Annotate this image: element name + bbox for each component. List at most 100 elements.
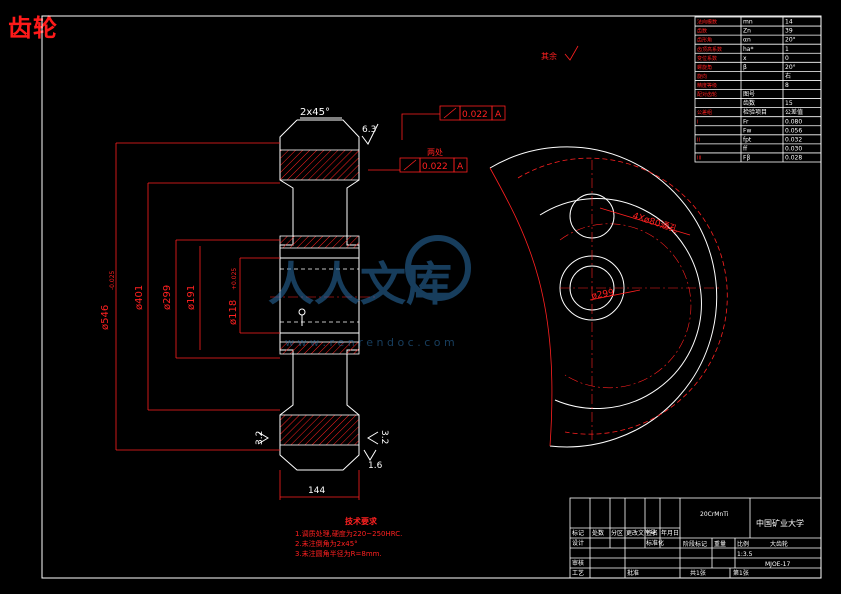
tb-design: 设计	[572, 539, 584, 547]
tb-label-date: 年月日	[661, 529, 679, 537]
roughness-top: 6.3	[362, 125, 376, 135]
datum-top: A	[495, 110, 502, 120]
tb-sheet-number: 第1张	[733, 569, 749, 577]
pcd-label: ø299	[591, 288, 615, 302]
param-cell-2-1: αn	[743, 37, 751, 44]
tb-label-count: 处数	[592, 529, 604, 537]
dia-118-label: ø118	[228, 300, 239, 325]
param-cell-13-0: II	[697, 137, 700, 143]
param-cell-2-2: 20°	[785, 37, 796, 44]
tb-review: 审核	[572, 559, 584, 567]
tb-craft: 工艺	[572, 569, 584, 577]
watermark-url: w w w . r e n r e n d o c . c o m	[285, 336, 455, 349]
scale-label: 1:3.5	[737, 551, 753, 558]
tech-line-2: 2.未注倒角为2x45°	[295, 539, 358, 548]
rim-hatch-top	[279, 149, 360, 181]
tb-ratio: 比例	[737, 540, 749, 548]
datum-mid: A	[457, 162, 464, 172]
param-cell-15-1: Fβ	[743, 155, 750, 162]
front-pitch-arc	[517, 157, 728, 435]
width-label: 144	[308, 486, 325, 496]
param-cell-5-1: β	[743, 64, 747, 71]
roughness-symbols: 6.3 3.2 3.2 1.6	[255, 123, 389, 471]
param-cell-15-0: III	[697, 156, 701, 162]
chamfer-note: 2x45°	[300, 107, 342, 119]
param-cell-10-1: 检验项目	[743, 108, 767, 116]
gear-section-view	[270, 119, 375, 471]
param-cell-9-2: 15	[785, 100, 793, 107]
param-cell-13-2: 0.032	[785, 136, 802, 143]
width-dimension: 144	[279, 470, 360, 500]
page-title: 齿轮	[8, 14, 58, 42]
param-cell-5-0: 螺旋角	[697, 64, 712, 71]
tech-line-1: 1.调质处理,硬度为220~250HRC.	[295, 529, 402, 538]
tolerance-frame-top: 0.022 A	[401, 105, 506, 140]
tb-label-mark: 标记	[572, 529, 584, 537]
rim-hatch-bottom	[279, 414, 360, 446]
param-cell-0-0: 法向模数	[697, 19, 717, 26]
roughness-bottom: 1.6	[368, 461, 383, 471]
param-cell-1-1: Zn	[743, 28, 751, 35]
dia-546-label: ø546	[100, 305, 111, 330]
param-cell-8-0: 配对齿轮	[697, 91, 717, 98]
param-cell-2-0: 齿形角	[697, 37, 712, 44]
param-cell-11-1: Fr	[743, 118, 749, 125]
tech-line-3: 3.未注圆角半径为R=8mm.	[295, 549, 382, 558]
param-cell-4-2: 0	[785, 55, 789, 62]
part-name-label: 大齿轮	[770, 540, 788, 548]
param-cell-6-2: 右	[785, 72, 791, 80]
param-cell-0-1: mn	[743, 19, 753, 26]
tolerance-frame-mid: 0.022 A 两处	[368, 147, 468, 173]
param-cell-11-0: I	[697, 119, 698, 125]
param-cell-10-0: 公差组	[697, 109, 712, 116]
param-cell-0-2: 14	[785, 19, 793, 26]
dia-299-label: ø299	[162, 285, 173, 310]
param-cell-10-2: 公差值	[785, 108, 803, 116]
dia-401-label: ø401	[134, 285, 145, 310]
tb-label-change-doc: 更改文件号	[626, 529, 656, 537]
tb-label-sign: 签名	[646, 529, 658, 537]
tb-total-sheets: 共1张	[690, 569, 706, 577]
param-cell-6-0: 旋向	[697, 73, 707, 80]
drawing-border	[41, 15, 822, 579]
technical-requirements: 技术要求 1.调质处理,硬度为220~250HRC. 2.未注倒角为2x45° …	[295, 516, 402, 558]
param-cell-14-1: ff	[743, 145, 748, 152]
param-cell-12-2: 0.056	[785, 127, 802, 134]
university-label: 中国矿业大学	[756, 518, 804, 528]
hub-hatch-top	[279, 235, 360, 249]
param-cell-14-2: 0.030	[785, 145, 802, 152]
front-hole-circle	[559, 223, 692, 389]
param-cell-4-1: x	[743, 55, 747, 62]
param-cell-9-1: 齿数	[743, 99, 755, 107]
hub-hatch-bottom	[279, 341, 360, 355]
drawing-number: MJOE-17	[765, 561, 790, 568]
tol-mid-value: 0.022	[422, 162, 448, 172]
tech-heading: 技术要求	[345, 516, 378, 526]
param-cell-11-2: 0.080	[785, 118, 802, 125]
param-cell-3-1: ha*	[743, 46, 753, 53]
param-cell-5-2: 20°	[785, 64, 796, 71]
watermark-logo-ring	[405, 235, 471, 301]
tol-top-value: 0.022	[462, 110, 488, 120]
param-cell-4-0: 变位系数	[697, 55, 717, 62]
material-label: 20CrMnTi	[700, 511, 729, 518]
dia-546-tol: -0.025	[109, 270, 116, 290]
param-cell-3-2: 1	[785, 46, 789, 53]
tb-approve: 批准	[627, 569, 639, 577]
roughness-right: 3.2	[379, 430, 389, 444]
param-cell-7-0: 精度等级	[697, 82, 717, 89]
param-cell-1-2: 39	[785, 28, 793, 35]
param-cell-7-2: 8	[785, 82, 789, 89]
break-line	[489, 167, 553, 447]
param-cell-1-0: 齿数	[697, 28, 707, 35]
other-label: 其余	[541, 51, 557, 61]
bore	[279, 257, 360, 334]
title-block: 20CrMnTi 中国矿业大学 大齿轮 MJOE-17 1:3.5 标记 处数 …	[569, 497, 822, 579]
front-web-arc	[539, 198, 702, 410]
front-outer-arc	[489, 146, 718, 448]
tb-label-zone: 分区	[611, 529, 623, 537]
param-cell-8-1: 图号	[743, 91, 755, 98]
param-cell-15-2: 0.028	[785, 155, 802, 162]
diameter-dimensions: ø546 -0.025 ø401 ø299 ø191 ø118 +0.025	[100, 142, 280, 451]
